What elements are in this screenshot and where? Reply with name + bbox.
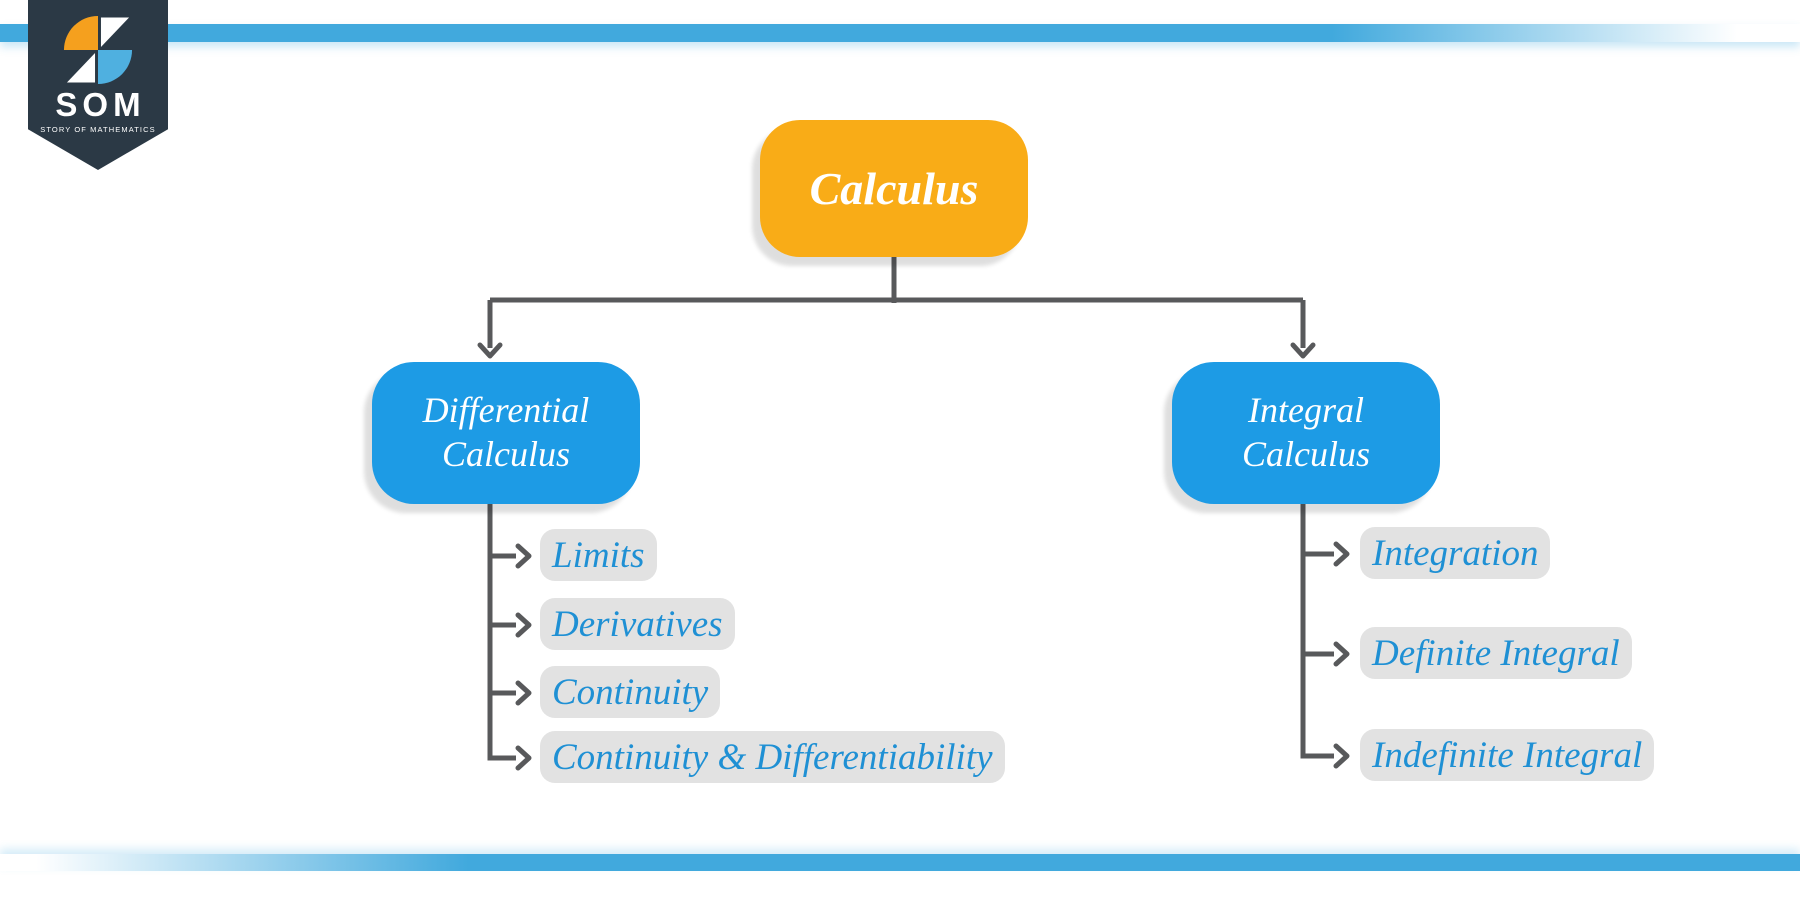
som-logo-badge: SOM STORY OF MATHEMATICS (28, 0, 168, 170)
leaf-definite-integral: Definite Integral (1360, 627, 1632, 679)
arrow-to-indefinite-integral (1333, 743, 1350, 769)
leaf-derivatives: Derivatives (540, 598, 735, 650)
branch-label-line1: Integral (1248, 390, 1364, 431)
arrow-to-derivatives (515, 612, 532, 638)
arrow-to-limits (515, 543, 532, 569)
top-accent-bar (0, 24, 1800, 42)
leaf-continuity: Continuity (540, 666, 721, 718)
arrow-to-integration (1333, 541, 1350, 567)
arrow-to-continuity-and-differentiability (515, 745, 532, 771)
leaf-integration: Integration (1360, 527, 1551, 579)
differential-spine (487, 504, 516, 761)
integral-spine (1300, 504, 1334, 759)
root-node-label: Calculus (809, 163, 979, 214)
branch-node-differential-calculus: Differential Calculus (372, 362, 640, 504)
branch-label-line1: Differential (422, 390, 590, 431)
bottom-accent-bar (0, 854, 1800, 871)
branch-node-integral-calculus: Integral Calculus (1172, 362, 1440, 504)
root-node-calculus: Calculus (760, 120, 1028, 257)
arrow-to-definite-integral (1333, 641, 1350, 667)
leaf-indefinite-integral: Indefinite Integral (1360, 729, 1655, 781)
arrow-to-integral (1290, 342, 1316, 359)
som-pinwheel-icon (63, 15, 133, 85)
branch-label-line2: Calculus (1241, 434, 1370, 474)
leaf-continuity-and-differentiability: Continuity & Differentiability (540, 731, 1005, 783)
leaf-limits: Limits (540, 529, 657, 581)
som-acronym: SOM (55, 86, 146, 123)
branch-label-line2: Calculus (441, 434, 570, 474)
arrow-to-continuity (515, 680, 532, 706)
som-tagline: STORY OF MATHEMATICS (40, 125, 156, 134)
arrow-to-differential (477, 342, 503, 359)
